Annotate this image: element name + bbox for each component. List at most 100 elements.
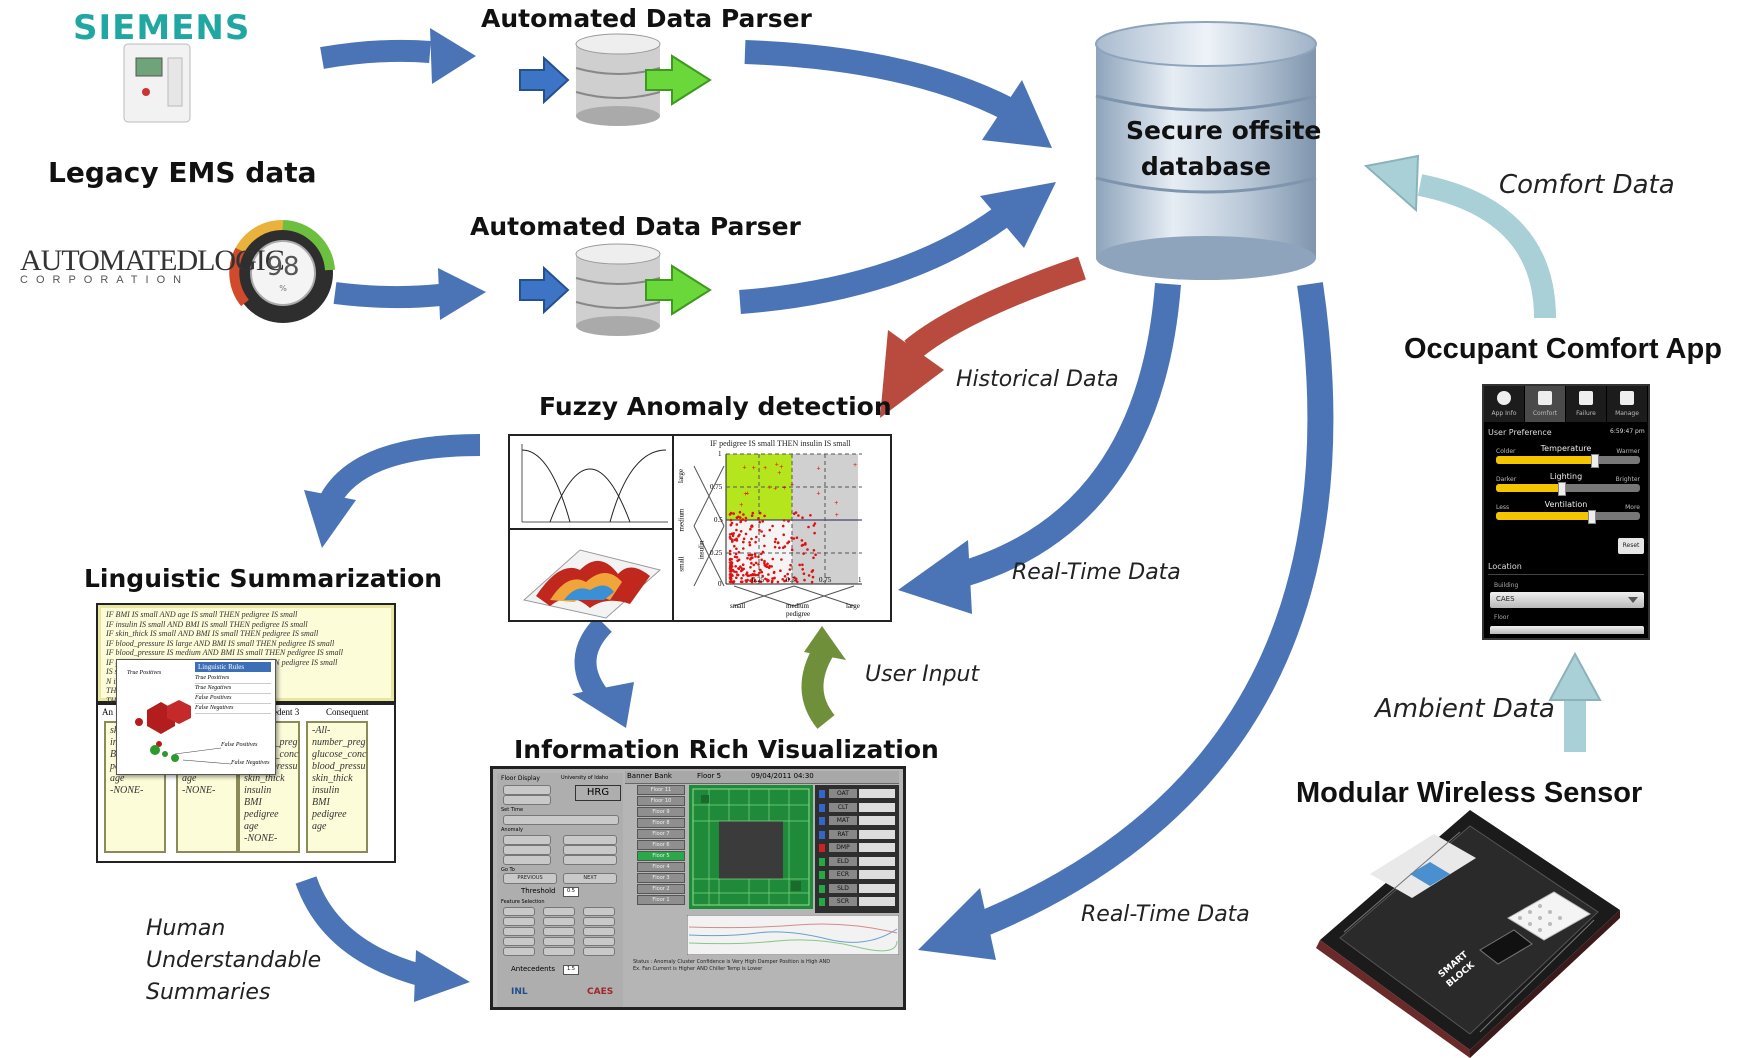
viz-antecedents-value[interactable]: 1.5 bbox=[563, 965, 579, 975]
antecedent-item[interactable]: -NONE- bbox=[110, 785, 144, 796]
viz-anomaly-option-4[interactable] bbox=[563, 835, 617, 845]
floor-button[interactable]: Floor 6 bbox=[637, 840, 685, 850]
feature-checkbox[interactable] bbox=[583, 947, 615, 956]
scatter-point bbox=[744, 532, 748, 536]
floor-button[interactable]: Floor 8 bbox=[637, 818, 685, 828]
antecedent-item[interactable]: -NONE- bbox=[244, 833, 278, 844]
comfort-slider[interactable] bbox=[1496, 510, 1640, 524]
scatter-point bbox=[779, 569, 782, 572]
arrowhead bbox=[438, 268, 486, 320]
feature-checkbox[interactable] bbox=[543, 937, 575, 946]
viz-set-time-control[interactable] bbox=[503, 815, 619, 825]
viz-anomaly-option-5[interactable] bbox=[563, 845, 617, 855]
feature-checkbox[interactable] bbox=[543, 947, 575, 956]
phone-tab[interactable]: Failure bbox=[1566, 386, 1607, 422]
scatter-point bbox=[748, 541, 751, 544]
antecedent-item[interactable]: skin_thick bbox=[244, 773, 285, 784]
phone-tab[interactable]: Comfort bbox=[1525, 386, 1566, 422]
antecedent-item[interactable]: insulin bbox=[312, 785, 340, 796]
scatter-point bbox=[735, 547, 738, 551]
sensor-label: DMP bbox=[829, 843, 857, 852]
viz-threshold-value[interactable]: 0.5 bbox=[563, 887, 579, 897]
popup-item[interactable]: False Positives bbox=[195, 694, 271, 704]
antecedent-item[interactable]: BMI bbox=[244, 797, 262, 808]
wireless-sensor-board-image bbox=[1316, 810, 1620, 1058]
popup-item[interactable]: True Negatives bbox=[195, 684, 271, 694]
scatter-point bbox=[759, 568, 762, 572]
historical-data-label: Historical Data bbox=[956, 367, 1119, 392]
sensor-value-field bbox=[859, 870, 895, 879]
scatter-point bbox=[798, 563, 801, 567]
feature-checkbox[interactable] bbox=[543, 927, 575, 936]
scatter-point bbox=[735, 528, 738, 532]
arrow-fuzzy-linguistic bbox=[320, 434, 481, 506]
viz-toggle-anomalies[interactable] bbox=[503, 795, 551, 805]
phone-reset-button[interactable]: Reset bbox=[1618, 538, 1644, 554]
feature-checkbox[interactable] bbox=[583, 927, 615, 936]
floor-button[interactable]: Floor 9 bbox=[637, 807, 685, 817]
sensor-label: CLT bbox=[829, 802, 857, 812]
floor-button[interactable]: Floor 11 bbox=[637, 785, 685, 795]
antecedent-item[interactable]: age bbox=[244, 821, 259, 832]
antecedent-item[interactable]: age bbox=[182, 773, 197, 784]
scatter-point bbox=[782, 519, 786, 522]
fuzzy-y-tick-05: 0.5 bbox=[714, 516, 723, 524]
viz-anomaly-option-3[interactable] bbox=[503, 855, 551, 865]
feature-checkbox[interactable] bbox=[583, 917, 615, 926]
feature-checkbox[interactable] bbox=[503, 937, 535, 946]
comfort-slider[interactable] bbox=[1496, 454, 1640, 468]
floor-button[interactable]: Floor 2 bbox=[637, 884, 685, 894]
phone-floor-select[interactable] bbox=[1490, 626, 1644, 634]
slider-thumb[interactable] bbox=[1588, 510, 1597, 524]
antecedent-item[interactable]: pedigree bbox=[312, 809, 347, 820]
feature-checkbox[interactable] bbox=[583, 937, 615, 946]
scatter-point bbox=[781, 578, 784, 581]
antecedent-item[interactable]: glucose_conc bbox=[312, 749, 367, 760]
scatter-outlier: + bbox=[790, 481, 794, 488]
floor-button[interactable]: Floor 10 bbox=[637, 796, 685, 806]
feature-checkbox[interactable] bbox=[543, 917, 575, 926]
viz-next-button[interactable]: NEXT bbox=[563, 873, 617, 884]
feature-checkbox[interactable] bbox=[503, 927, 535, 936]
slider-thumb[interactable] bbox=[1590, 454, 1599, 468]
feature-checkbox[interactable] bbox=[503, 917, 535, 926]
antecedent-item[interactable]: -NONE- bbox=[182, 785, 216, 796]
antecedent-item[interactable]: BMI bbox=[312, 797, 330, 808]
popup-item[interactable]: True Positives bbox=[195, 674, 271, 684]
antecedent-item[interactable]: -All- bbox=[312, 725, 331, 736]
phone-building-select[interactable]: CAES bbox=[1490, 592, 1644, 608]
antecedent-item[interactable]: age bbox=[312, 821, 327, 832]
sensor-status-swatch bbox=[819, 817, 825, 825]
viz-anomaly-option-6[interactable] bbox=[563, 855, 617, 865]
floor-button[interactable]: Floor 1 bbox=[637, 895, 685, 905]
viz-anomaly-option-1[interactable] bbox=[503, 835, 551, 845]
viz-toggle-temperature[interactable] bbox=[503, 785, 551, 795]
sensor-value-field bbox=[859, 789, 895, 798]
phone-tab[interactable]: Manage bbox=[1607, 386, 1648, 422]
scatter-point bbox=[741, 580, 744, 584]
floor-button[interactable]: Floor 4 bbox=[637, 862, 685, 872]
feature-checkbox[interactable] bbox=[503, 947, 535, 956]
antecedent-item[interactable]: age bbox=[110, 773, 125, 784]
viz-anomaly-option-2[interactable] bbox=[503, 845, 551, 855]
antecedent-item[interactable]: insulin bbox=[244, 785, 272, 796]
floor-button[interactable]: Floor 7 bbox=[637, 829, 685, 839]
viz-previous-button[interactable]: PREVIOUS bbox=[503, 873, 557, 884]
comfort-slider[interactable] bbox=[1496, 482, 1640, 496]
antecedent-item[interactable]: blood_pressu bbox=[312, 761, 366, 772]
antecedent-item[interactable]: skin_thick bbox=[312, 773, 353, 784]
feature-checkbox[interactable] bbox=[583, 907, 615, 916]
popup-item[interactable]: False Negatives bbox=[195, 704, 271, 714]
slider-thumb[interactable] bbox=[1557, 482, 1566, 496]
scatter-point bbox=[790, 536, 793, 540]
antecedent-item[interactable]: number_preg bbox=[312, 737, 366, 748]
floor-button[interactable]: Floor 5 bbox=[637, 851, 685, 861]
floor-button[interactable]: Floor 3 bbox=[637, 873, 685, 883]
feature-checkbox[interactable] bbox=[503, 907, 535, 916]
fuzzy-x-tick-1: 1 bbox=[858, 576, 862, 584]
feature-checkbox[interactable] bbox=[543, 907, 575, 916]
viz-threshold-label: Threshold bbox=[521, 887, 556, 895]
fuzzy-y-tick-1: 1 bbox=[718, 450, 722, 458]
antecedent-item[interactable]: pedigree bbox=[244, 809, 279, 820]
phone-tab[interactable]: App Info bbox=[1484, 386, 1525, 422]
